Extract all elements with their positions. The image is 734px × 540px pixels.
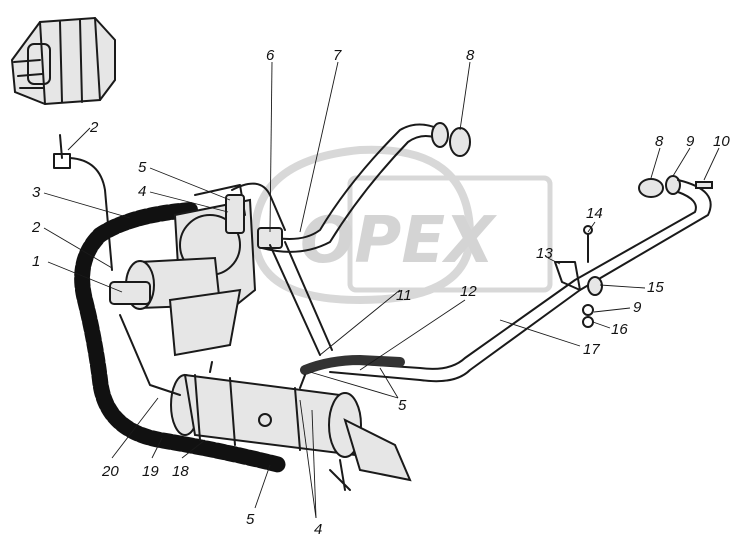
pipe-diagonal [269,241,333,356]
heater-fan-assembly [109,184,257,357]
leader-lines [43,61,720,519]
callout-14: 14 [586,205,603,222]
callout-16: 16 [611,321,628,338]
watermark: OPEX [250,145,553,305]
corrugated-hose-middle [300,354,405,375]
pipes-top [231,122,471,253]
callout-2-upper: 2 [89,119,99,136]
callout-10: 10 [713,133,730,150]
corrugated-hose-left [74,202,288,473]
drain-valve-upper [53,134,113,271]
callout-8-right: 8 [655,133,664,150]
callout-6: 6 [266,47,275,64]
callout-9-upper: 9 [686,133,695,150]
callout-4-lower: 4 [314,521,322,538]
callout-5-middle: 5 [398,397,407,414]
callout-5-upper: 5 [138,159,147,176]
callout-19: 19 [142,463,159,480]
exhaust-pipe-right [329,175,713,383]
callout-4-upper: 4 [138,183,146,200]
callout-9-lower: 9 [633,299,642,316]
radiator-inset [10,16,116,106]
callout-8-upper: 8 [466,47,475,64]
callout-18: 18 [172,463,189,480]
preheater-body [170,361,412,491]
callout-15: 15 [647,279,664,296]
callouts: 1 2 2 3 4 4 5 5 5 6 7 8 8 9 9 10 11 12 1… [31,47,730,538]
callout-12: 12 [460,283,477,300]
callout-11: 11 [396,287,412,304]
callout-7: 7 [333,47,342,64]
callout-13: 13 [536,245,553,262]
callout-17: 17 [583,341,600,358]
callout-20: 20 [101,463,119,480]
callout-3: 3 [32,184,41,201]
callout-1: 1 [32,253,40,270]
callout-2-lower: 2 [31,219,41,236]
watermark-text: OPEX [300,204,497,278]
fuel-line [119,314,181,396]
callout-5-lower: 5 [246,511,255,528]
